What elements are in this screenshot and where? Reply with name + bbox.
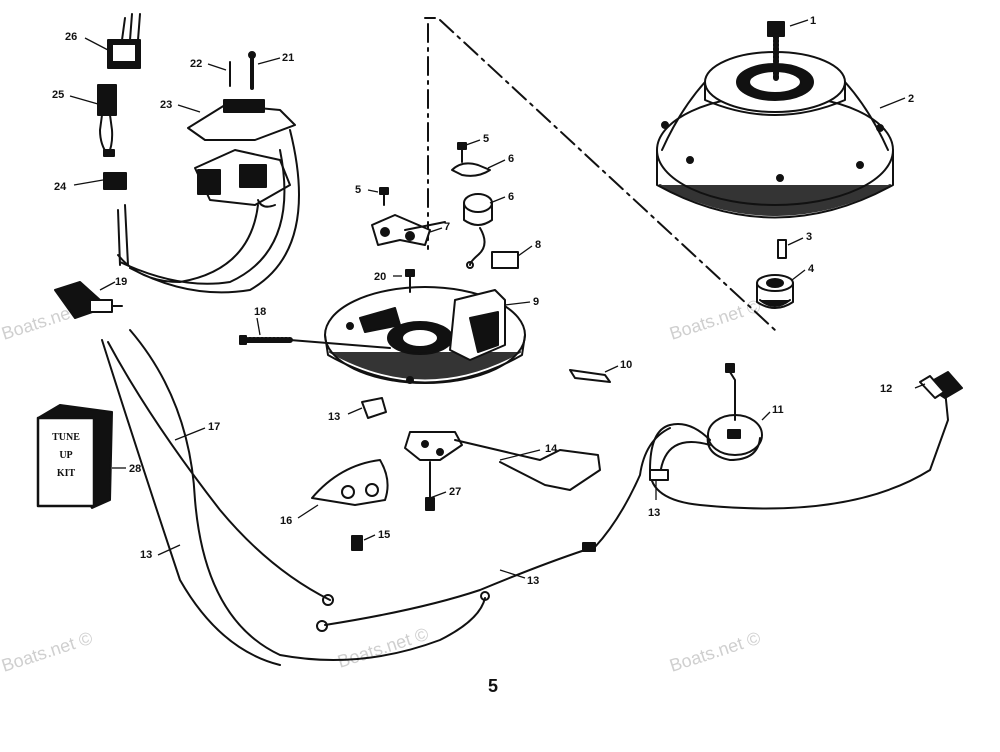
screw-20: [405, 269, 415, 293]
screws-5: [379, 142, 467, 206]
leader-lines: [69, 19, 926, 579]
condenser-clamp: [451, 162, 491, 177]
callout-27: 27: [449, 486, 461, 498]
flywheel: [656, 51, 894, 219]
collar: [756, 274, 794, 309]
callout-8: 8: [535, 239, 541, 251]
callouts: 1 2 3 4 5 5 6 6 7 8 9 10 11 12 13 13 13 …: [52, 15, 914, 587]
callout-13d: 13: [648, 507, 660, 519]
stator-plate: [324, 286, 526, 384]
lubricator-felt: [491, 251, 519, 269]
flywheel-bolt: [767, 21, 785, 81]
spark-plug-boot: [919, 371, 963, 399]
callout-4: 4: [808, 263, 815, 275]
callout-5a: 5: [483, 133, 489, 145]
callout-7: 7: [444, 221, 450, 233]
flywheel-key: [777, 239, 787, 259]
callout-28: 28: [129, 463, 141, 475]
connector-26: [107, 13, 141, 69]
callout-3: 3: [806, 231, 812, 243]
callout-10: 10: [620, 359, 632, 371]
connector-25: [97, 84, 117, 157]
watermark-2: Boats.net ©: [667, 296, 763, 344]
callout-25: 25: [52, 89, 64, 101]
lead-wires: [117, 204, 129, 266]
callout-24: 24: [54, 181, 67, 193]
stator-leads: [117, 129, 300, 294]
ground-wire-13c: [324, 549, 586, 626]
tune-up-kit-box: [36, 404, 113, 509]
callout-26: 26: [65, 31, 77, 43]
callout-9: 9: [533, 296, 539, 308]
callout-12: 12: [880, 383, 892, 395]
ground-wire-13b: [101, 339, 281, 666]
callout-22: 22: [190, 58, 202, 70]
callout-2: 2: [908, 93, 914, 105]
clip-10: [569, 369, 611, 383]
callout-16: 16: [280, 515, 292, 527]
callout-23: 23: [160, 99, 172, 111]
pins-21-22: [229, 51, 256, 90]
watermark-3: Boats.net ©: [0, 628, 95, 676]
callout-13b: 13: [140, 549, 152, 561]
kit-label-line1: TUNE: [52, 432, 80, 443]
callout-11: 11: [772, 404, 784, 416]
screw-27: [425, 461, 435, 511]
kit-label-line2: UP: [59, 450, 72, 461]
throttle-cam: [404, 431, 601, 491]
callout-17: 17: [208, 421, 220, 433]
ground-wire-13a: [129, 329, 486, 661]
callout-21: 21: [282, 52, 294, 64]
ignition-coil: [649, 363, 949, 510]
callout-14: 14: [545, 443, 558, 455]
coil-wire-clamp: [649, 469, 669, 481]
clamp-13: [361, 397, 387, 419]
callout-6a: 6: [508, 153, 514, 165]
kill-switch: [54, 281, 123, 319]
callout-20: 20: [374, 271, 386, 283]
screw-15: [351, 535, 363, 551]
assembly-line: [424, 17, 776, 331]
callout-19: 19: [115, 276, 127, 288]
spring-18: [239, 335, 391, 349]
callout-15: 15: [378, 529, 390, 541]
kit-label-line3: KIT: [57, 468, 76, 479]
ground-wire-17: [107, 341, 331, 601]
callout-13a: 13: [328, 411, 340, 423]
callout-18: 18: [254, 306, 266, 318]
watermark-5: Boats.net ©: [667, 628, 763, 676]
condenser: [463, 193, 493, 269]
stator-coils: [187, 99, 296, 208]
callout-13c: 13: [527, 575, 539, 587]
callout-6b: 6: [508, 191, 514, 203]
breaker-points: [371, 214, 446, 246]
grommet-24: [103, 172, 127, 190]
page-number: 5: [488, 676, 498, 696]
callout-1: 1: [810, 15, 816, 27]
cover-plate: [311, 459, 389, 506]
callout-5b: 5: [355, 184, 361, 196]
